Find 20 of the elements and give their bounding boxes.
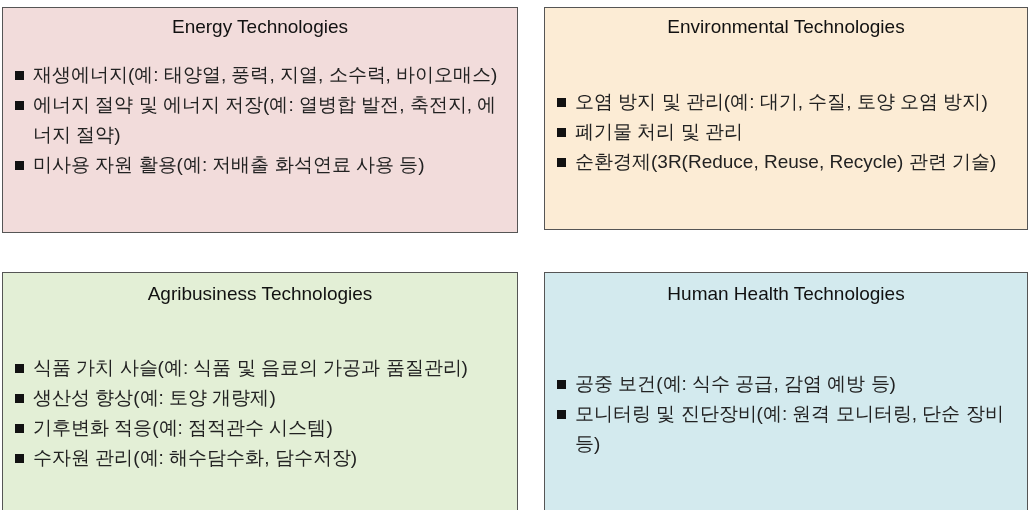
box-heading: Energy Technologies	[171, 16, 348, 37]
list-item: 모니터링 및 진단장비(예: 원격 모니터링, 단순 장비 등)	[575, 403, 1004, 454]
box-heading: Agribusiness Technologies	[147, 283, 373, 304]
category-box	[2, 7, 518, 233]
list-item: 재생에너지(예: 태양열, 풍력, 지열, 소수력, 바이오매스)	[33, 64, 498, 85]
list-item: 공중 보건(예: 식수 공급, 감염 예방 등)	[575, 373, 896, 394]
list-item: 기후변화 적응(예: 점적관수 시스템)	[33, 417, 333, 438]
box-heading: Environmental Technologies	[667, 16, 905, 37]
list-item: 수자원 관리(예: 해수담수화, 담수저장)	[33, 447, 358, 468]
list-item: 순환경제(3R(Reduce, Reuse, Recycle) 관련 기술)	[575, 151, 997, 172]
list-item: 생산성 향상(예: 토양 개량제)	[33, 387, 276, 408]
category-box	[544, 272, 1028, 510]
list-item: 폐기물 처리 및 관리	[575, 121, 743, 142]
list-item: 에너지 절약 및 에너지 저장(예: 열병합 발전, 축전지, 에너지 절약)	[33, 94, 497, 145]
category-box	[544, 7, 1028, 230]
category-box	[2, 272, 518, 510]
list-item: 미사용 자원 활용(예: 저배출 화석연료 사용 등)	[33, 154, 425, 175]
list-item: 오염 방지 및 관리(예: 대기, 수질, 토양 오염 방지)	[575, 91, 988, 112]
list-item: 식품 가치 사슬(예: 식품 및 음료의 가공과 품질관리)	[33, 357, 468, 378]
box-heading: Human Health Technologies	[667, 283, 905, 304]
